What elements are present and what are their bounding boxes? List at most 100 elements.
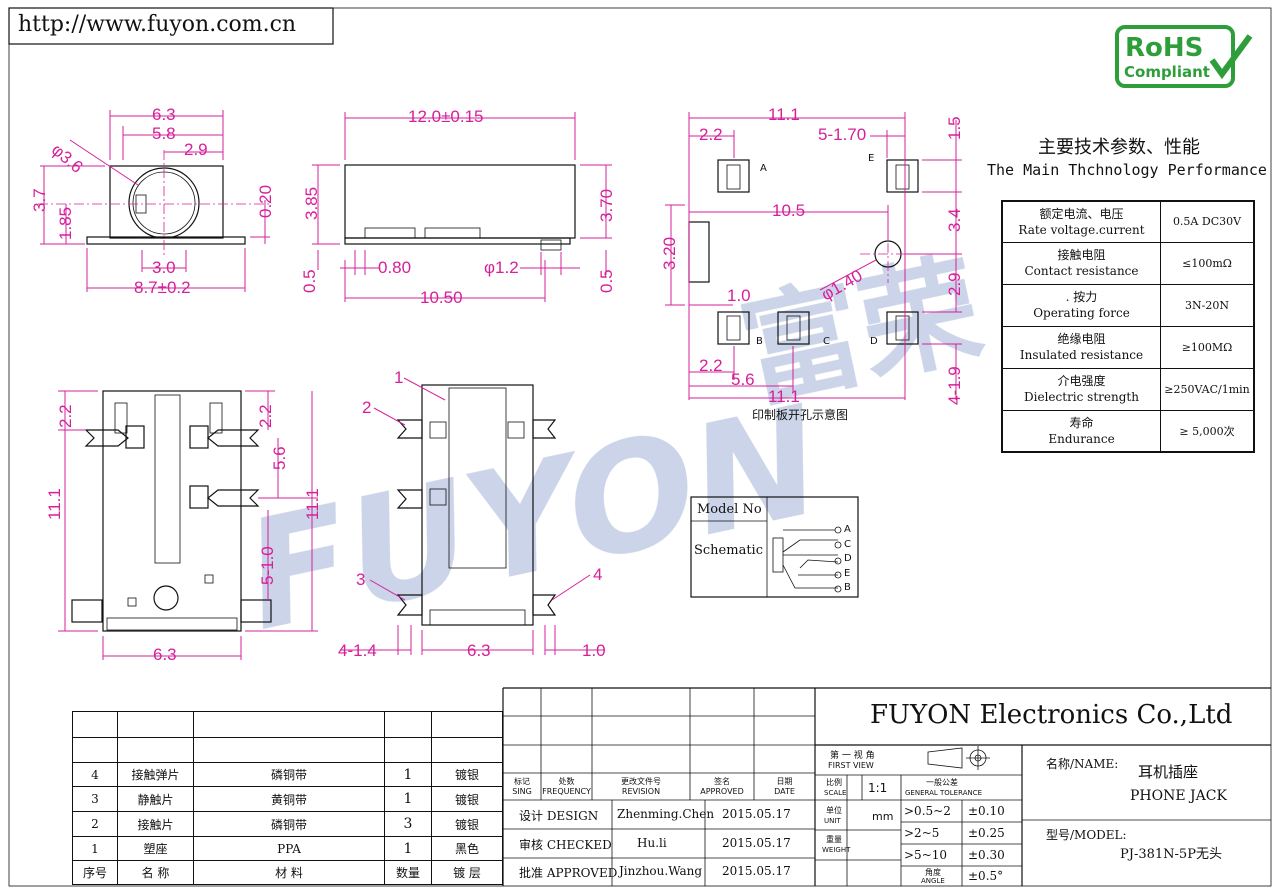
bom-material: 磷铜带 bbox=[193, 762, 385, 787]
dim-label: 1.85 bbox=[56, 206, 75, 240]
callout-label: 1 bbox=[394, 368, 404, 387]
unit-value: mm bbox=[872, 810, 894, 823]
fuyon-watermark: FUYON 富荣 bbox=[231, 240, 993, 665]
callout-label: 3 bbox=[356, 570, 366, 589]
spec-value: ≥100MΩ bbox=[1160, 325, 1255, 369]
tolerance-cn: 一般公差 bbox=[926, 778, 958, 787]
dim-label: 6.3 bbox=[467, 641, 491, 660]
back-view bbox=[340, 377, 605, 655]
dim-label: 4-1.9 bbox=[945, 366, 964, 405]
bom-header-no: 序号 bbox=[72, 860, 118, 885]
bom-material: 黄铜带 bbox=[193, 786, 385, 812]
svg-text:RoHS: RoHS bbox=[1125, 33, 1203, 63]
dim-label: 8.7±0.2 bbox=[134, 278, 191, 297]
company-name: FUYON Electronics Co.,Ltd bbox=[870, 700, 1233, 730]
dim-label: 11.1 bbox=[45, 488, 64, 520]
tol-value: ±0.5° bbox=[968, 869, 1004, 883]
bom-finish: 黑色 bbox=[431, 836, 503, 861]
dim-label: 0.80 bbox=[378, 258, 412, 277]
tol-range: >2~5 bbox=[904, 826, 940, 840]
tol-value: ±0.25 bbox=[968, 826, 1005, 840]
dim-label: 5-1.0 bbox=[258, 546, 277, 585]
spec-value: ≤100mΩ bbox=[1160, 241, 1255, 285]
spec-name-en: Operating force bbox=[1033, 306, 1130, 320]
dim-label: 3.0 bbox=[152, 258, 176, 277]
dim-label: 3.20 bbox=[660, 236, 679, 270]
dim-label: 1.5 bbox=[945, 116, 964, 140]
pcb-caption: 印制板开孔示意图 bbox=[752, 408, 849, 422]
dim-label: 2.2 bbox=[699, 356, 723, 375]
tol-value: ±0.30 bbox=[968, 848, 1005, 862]
bom-finish: 镀银 bbox=[431, 762, 503, 787]
dim-label: 3.4 bbox=[945, 208, 964, 232]
callout-label: 4 bbox=[593, 565, 603, 584]
design-label: 设计 DESIGN bbox=[519, 809, 599, 823]
dim-label: 4-1.4 bbox=[338, 641, 377, 660]
spec-value: 3N-20N bbox=[1160, 283, 1255, 327]
rev-header-en: APPROVED bbox=[700, 787, 744, 796]
spec-name-cn: 额定电流、电压 bbox=[1039, 206, 1124, 221]
bom-qty: 1 bbox=[384, 762, 432, 787]
dim-label: 0.5 bbox=[300, 269, 319, 293]
rohs-logo: RoHS Compliant bbox=[1115, 25, 1253, 88]
spec-name-cn: . 按力 bbox=[1065, 290, 1098, 304]
rev-header-cn: 处数 bbox=[558, 777, 575, 786]
dim-label: 12.0±0.15 bbox=[408, 107, 484, 126]
model-no-label: Model No bbox=[697, 502, 762, 517]
specs-title-cn: 主要技术参数、性能 bbox=[1038, 137, 1200, 158]
checked-name: Hu.li bbox=[637, 836, 667, 850]
design-name: Zhenming.Chen bbox=[617, 807, 715, 821]
tolerance-en: GENERAL TOLERANCE bbox=[905, 789, 983, 797]
dim-label: 3.70 bbox=[597, 188, 616, 222]
dim-label: 6.3 bbox=[152, 105, 176, 124]
schematic-pin: C bbox=[844, 538, 851, 550]
schematic-pin: D bbox=[844, 553, 852, 564]
rev-header-en: DATE bbox=[774, 787, 795, 796]
bom-header-finish: 镀 层 bbox=[431, 860, 503, 885]
dim-label: φ1.2 bbox=[484, 258, 519, 277]
spec-name-cn: 绝缘电阻 bbox=[1057, 332, 1106, 346]
rev-header-cn: 签名 bbox=[714, 777, 730, 786]
name-label: 名称/NAME: bbox=[1046, 757, 1119, 771]
approved-name: Jinzhou.Wang bbox=[619, 864, 703, 878]
product-name-cn: 耳机插座 bbox=[1138, 763, 1199, 781]
pin-label: D bbox=[870, 336, 878, 347]
dim-label: 3.7 bbox=[30, 188, 49, 212]
spec-name-cn: 寿命 bbox=[1069, 415, 1094, 430]
rev-header-cn: 日期 bbox=[776, 777, 793, 786]
spec-value: ≥250VAC/1min bbox=[1160, 367, 1255, 411]
unit-cn: 单位 bbox=[826, 806, 842, 815]
model-value: PJ-381N-5P无头 bbox=[1120, 847, 1222, 862]
first-view-en: FIRST VIEW bbox=[828, 761, 874, 770]
rev-header-cn: 标记 bbox=[514, 777, 530, 786]
pin-label: C bbox=[823, 336, 830, 347]
bom-finish: 镀银 bbox=[431, 786, 503, 812]
url-box bbox=[8, 7, 334, 45]
bom-name: 接触弹片 bbox=[117, 762, 194, 787]
weight-cn: 重量 bbox=[826, 835, 842, 844]
dim-label: 11.1 bbox=[768, 387, 800, 406]
bom-name: 静触片 bbox=[117, 786, 194, 812]
dim-label: 5.6 bbox=[731, 370, 755, 389]
dim-label: 2.2 bbox=[699, 125, 723, 144]
dim-label: 6.3 bbox=[153, 645, 177, 664]
pin-label: E bbox=[868, 153, 875, 164]
schematic-pins: A C D E B bbox=[844, 523, 852, 596]
rev-header-en: FREQUENCY bbox=[542, 787, 591, 796]
dim-label: 1.0 bbox=[582, 641, 606, 660]
checked-label: 审核 CHECKED bbox=[519, 838, 612, 852]
rev-header-en: REVISION bbox=[621, 787, 661, 796]
title-block-lines bbox=[502, 687, 1271, 886]
rev-header-cn: 更改文件号 bbox=[621, 777, 661, 786]
spec-name-en: Insulated resistance bbox=[1019, 348, 1144, 362]
callout-label: 2 bbox=[362, 398, 372, 417]
dim-label: 2.9 bbox=[945, 272, 964, 296]
dim-label: 11.1 bbox=[303, 488, 322, 520]
spec-name-en: Contact resistance bbox=[1024, 264, 1139, 278]
first-view-cn: 第 一 视 角 bbox=[830, 751, 875, 761]
rev-header-en: SING bbox=[512, 787, 532, 796]
bom-finish: 镀银 bbox=[431, 811, 503, 837]
